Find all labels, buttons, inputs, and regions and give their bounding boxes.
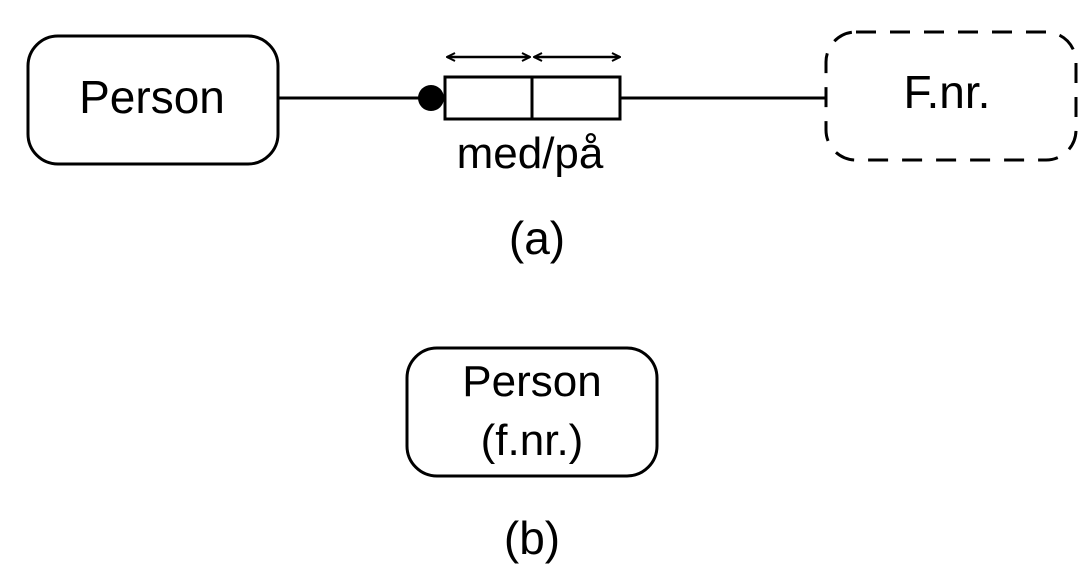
part-a: Person med/på F.nr. (a): [26, 30, 1078, 264]
entity-person[interactable]: Person: [26, 34, 280, 166]
entity-person-ref-mode: (f.nr.): [481, 416, 584, 465]
entity-person-shape: [26, 34, 280, 166]
entity-person-label: Person: [79, 71, 225, 123]
entity-person-ref-name: Person: [462, 357, 601, 406]
caption-a: (a): [509, 212, 565, 264]
role-box-2[interactable]: [530, 75, 622, 121]
fact-type[interactable]: med/på: [443, 75, 622, 178]
part-b: Person (f.nr.) (b): [405, 346, 659, 564]
entity-person-with-ref-mode[interactable]: Person (f.nr.): [405, 346, 659, 478]
value-type-fnr-label: F.nr.: [904, 66, 991, 118]
mandatory-role-dot: [418, 85, 444, 111]
caption-b: (b): [504, 512, 560, 564]
role-box-1[interactable]: [443, 75, 534, 121]
value-type-fnr-shape: [824, 30, 1078, 162]
fact-type-reading: med/på: [457, 129, 604, 178]
entity-person-ref-shape: [405, 346, 659, 478]
value-type-fnr[interactable]: F.nr.: [824, 30, 1078, 162]
